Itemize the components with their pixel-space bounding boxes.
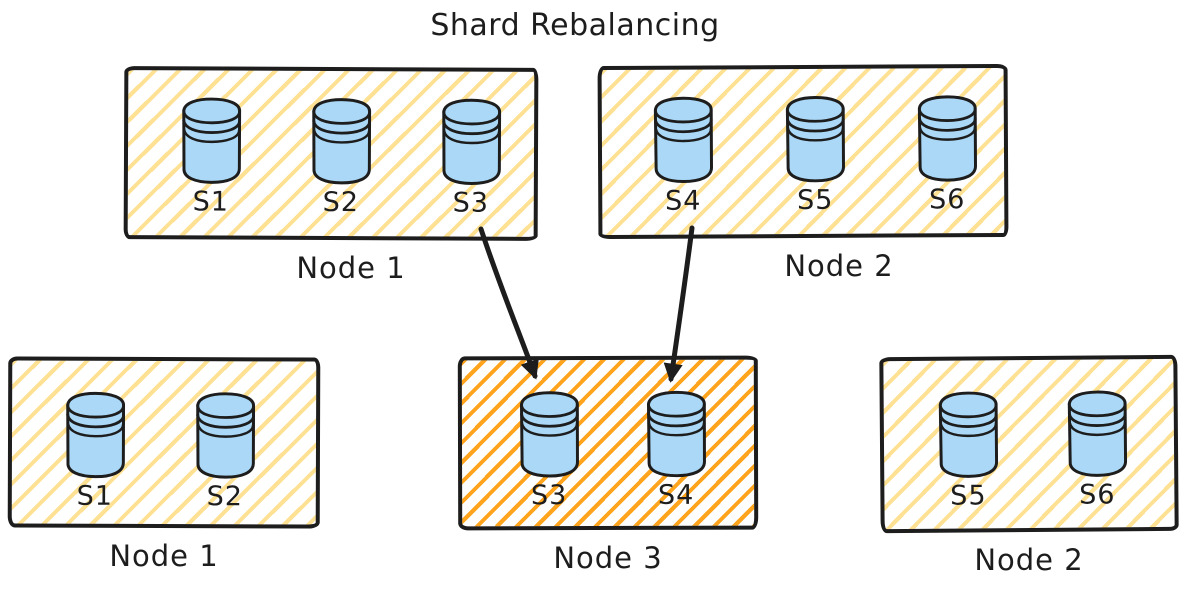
shard-s3: S3 bbox=[426, 96, 517, 219]
database-cylinder-icon bbox=[61, 390, 128, 480]
shard-label: S3 bbox=[452, 187, 490, 219]
shard-s4: S4 bbox=[631, 389, 721, 511]
shard-s4: S4 bbox=[638, 94, 729, 217]
database-cylinder-icon bbox=[437, 96, 504, 186]
shard-s6: S6 bbox=[1052, 388, 1143, 511]
shard-s6: S6 bbox=[902, 93, 993, 215]
database-cylinder-icon bbox=[781, 94, 848, 184]
shard-s2: S2 bbox=[180, 390, 270, 512]
database-cylinder-icon bbox=[913, 93, 980, 183]
shard-s1: S1 bbox=[50, 390, 140, 512]
node-label-top-node1: Node 1 bbox=[296, 251, 406, 285]
shard-label: S1 bbox=[76, 480, 114, 512]
shard-label: S4 bbox=[657, 479, 695, 511]
diagram-title: Shard Rebalancing bbox=[430, 8, 720, 43]
node-box-bottom-node3: S3 S4 bbox=[457, 355, 759, 531]
shard-label: S2 bbox=[206, 481, 244, 513]
shard-label: S5 bbox=[950, 480, 987, 512]
shard-s5: S5 bbox=[923, 389, 1014, 512]
shard-s3: S3 bbox=[504, 389, 594, 511]
database-cylinder-icon bbox=[1063, 388, 1131, 479]
shard-label: S6 bbox=[1079, 479, 1116, 511]
node-box-bottom-node1: S1 S2 bbox=[7, 356, 321, 529]
database-cylinder-icon bbox=[649, 94, 716, 184]
shard-label: S4 bbox=[665, 185, 702, 217]
node-group-bottom-node2: S5 S6 Node 2 bbox=[879, 354, 1179, 577]
database-cylinder-icon bbox=[934, 389, 1002, 480]
database-cylinder-icon bbox=[177, 95, 244, 185]
database-cylinder-icon bbox=[515, 389, 582, 479]
shard-label: S2 bbox=[322, 186, 360, 219]
node-box-top-node2: S4 S5 S6 bbox=[597, 63, 1009, 240]
node-group-top-node2: S4 S5 S6 Node 2 bbox=[597, 63, 1009, 283]
shard-s5: S5 bbox=[770, 94, 861, 216]
database-cylinder-icon bbox=[642, 389, 709, 479]
shard-s1: S1 bbox=[166, 95, 257, 218]
shard-label: S3 bbox=[530, 480, 568, 512]
shard-label: S5 bbox=[797, 184, 834, 217]
shard-label: S1 bbox=[192, 186, 230, 218]
database-cylinder-icon bbox=[307, 96, 374, 186]
node-group-bottom-node3: S3 S4 Node 3 bbox=[457, 355, 759, 575]
node-group-bottom-node1: S1 S2 Node 1 bbox=[7, 356, 321, 573]
node-label-bottom-node2: Node 2 bbox=[974, 543, 1084, 577]
node-label-bottom-node3: Node 3 bbox=[553, 541, 663, 575]
node-box-bottom-node2: S5 S6 bbox=[879, 354, 1179, 534]
node-box-top-node1: S1 S2 S3 bbox=[123, 66, 539, 241]
shard-label: S6 bbox=[929, 184, 966, 216]
node-group-top-node1: S1 S2 S3 Node 1 bbox=[123, 66, 539, 285]
node-label-bottom-node1: Node 1 bbox=[109, 539, 219, 573]
database-cylinder-icon bbox=[191, 390, 258, 480]
shard-s2: S2 bbox=[296, 96, 387, 218]
node-label-top-node2: Node 2 bbox=[784, 249, 894, 283]
